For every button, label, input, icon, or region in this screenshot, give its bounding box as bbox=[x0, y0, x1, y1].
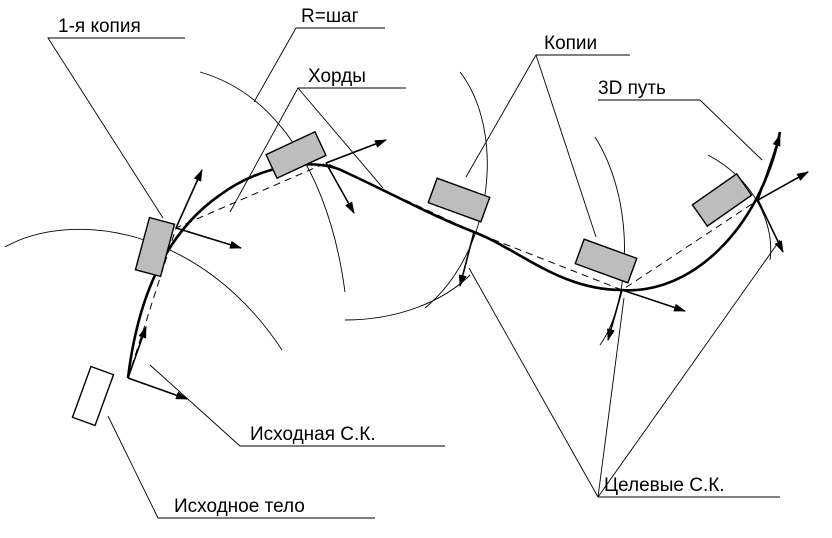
label-3d-path: 3D путь bbox=[598, 78, 666, 99]
label-source-cs: Исходная С.К. bbox=[250, 424, 376, 445]
copy-body bbox=[427, 177, 491, 223]
label-copies: Копии bbox=[544, 33, 597, 54]
label-radius-step: R=шаг bbox=[301, 6, 359, 27]
label-target-cs: Целевые С.К. bbox=[604, 475, 725, 496]
copy-body bbox=[574, 238, 638, 284]
labels: 1-я копия R=шаг Хорды Копии 3D путь Исхо… bbox=[58, 6, 725, 517]
first-copy-body bbox=[134, 216, 176, 278]
source-coordinate-system bbox=[127, 326, 188, 400]
3d-path bbox=[126, 131, 782, 379]
copy-coordinate-systems bbox=[175, 134, 809, 341]
label-source-body: Исходное тело bbox=[174, 496, 305, 517]
label-chords: Хорды bbox=[308, 66, 366, 87]
copy-body bbox=[265, 130, 327, 180]
copies bbox=[134, 130, 753, 284]
label-first-copy: 1-я копия bbox=[58, 16, 141, 37]
leader-lines bbox=[47, 27, 781, 519]
step-radius-arcs bbox=[4, 71, 772, 351]
source-body bbox=[71, 365, 115, 427]
copy-body bbox=[691, 172, 753, 228]
